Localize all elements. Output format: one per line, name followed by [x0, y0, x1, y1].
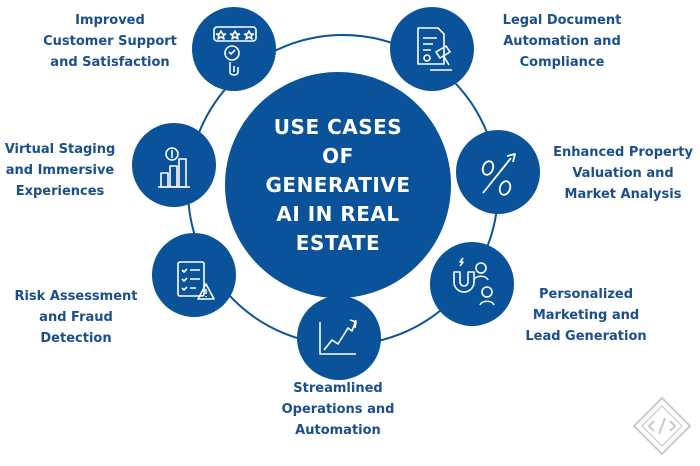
node-property-valuation [456, 130, 540, 214]
node-customer-support [192, 7, 276, 91]
rating-touch-icon [213, 26, 257, 76]
center-circle [225, 72, 451, 298]
legal-document-icon [417, 27, 452, 71]
label-risk-assessment: Risk Assessment and Fraud Detection [14, 289, 138, 346]
label-property-valuation: Enhanced Property Valuation and Market A… [553, 145, 693, 202]
node-personalized-marketing [430, 242, 514, 326]
code-diamond-icon [632, 396, 692, 456]
checklist-warning-icon [177, 261, 215, 300]
node-risk-assessment [152, 233, 236, 317]
node-legal-document [390, 7, 474, 91]
label-legal-document: Legal Document Automation and Compliance [502, 13, 622, 70]
percent-growth-icon [481, 153, 516, 196]
bar-chart-coin-icon [158, 147, 190, 188]
label-personalized-marketing: Personalized Marketing and Lead Generati… [525, 287, 647, 344]
label-customer-support: Improved Customer Support and Satisfacti… [43, 13, 177, 70]
label-streamlined-operations: Streamlined Operations and Automation [281, 381, 395, 438]
center-title: USE CASES OF GENERATIVE AI IN REAL ESTAT… [265, 115, 411, 255]
label-virtual-staging: Virtual Staging and Immersive Experience… [4, 142, 116, 199]
growth-chart-icon [319, 319, 357, 355]
node-virtual-staging [132, 123, 216, 207]
magnet-leads-icon [453, 257, 495, 306]
node-streamlined-operations [297, 296, 381, 380]
